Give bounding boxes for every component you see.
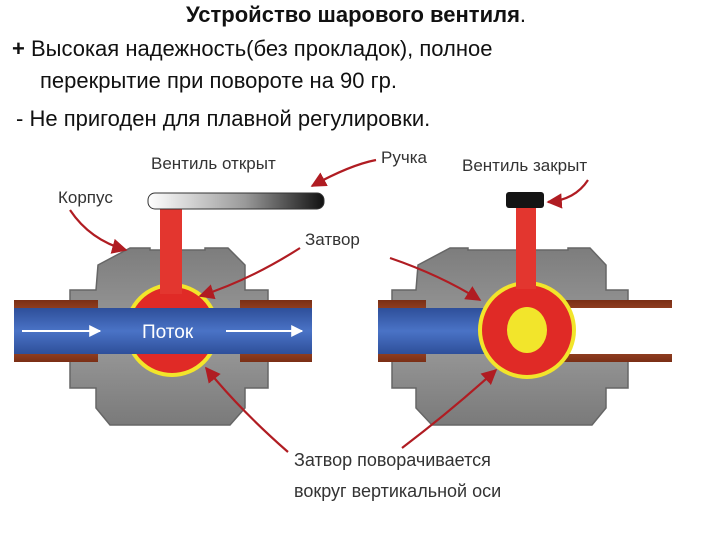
arrow-to-body (69, 209, 128, 254)
bullet-advantage: + Высокая надежность(без прокладок), пол… (12, 36, 493, 62)
open-stem (160, 206, 182, 294)
title-period: . (519, 2, 527, 27)
bullet-advantage-continuation: перекрытие при повороте на 90 гр. (40, 68, 397, 94)
bullet-continuation-text: перекрытие при повороте на 90 гр. (40, 68, 397, 93)
bullet-disadvantage-text: Не пригоден для плавной регулировки. (29, 106, 431, 131)
open-handle (147, 192, 325, 210)
label-valve-closed: Вентиль закрыт (462, 156, 587, 175)
arrow-rotation-open (205, 366, 289, 453)
open-valve: Поток (14, 192, 325, 426)
title-text: Устройство шарового вентиля (186, 2, 520, 27)
label-body: Корпус (58, 188, 113, 207)
bullet-advantage-text: Высокая надежность(без прокладок), полно… (30, 36, 493, 61)
label-gate: Затвор (305, 230, 360, 249)
closed-handle (506, 192, 544, 208)
bullet-minus-marker: - (16, 106, 24, 131)
closed-valve (378, 192, 672, 426)
closed-stem (516, 203, 536, 289)
page-title: Устройство шарового вентиля. (186, 2, 526, 28)
arrow-rotation-closed (401, 368, 498, 449)
bullet-disadvantage: - Не пригоден для плавной регулировки. (16, 106, 430, 132)
arrow-to-closed-gate (389, 256, 482, 301)
closed-ball-bore (507, 307, 547, 353)
arrow-to-open-gate (198, 247, 301, 300)
label-valve-open: Вентиль открыт (151, 154, 276, 173)
label-rotation-line2: вокруг вертикальной оси (294, 481, 501, 501)
bullet-plus-marker: + (12, 36, 25, 61)
label-handle: Ручка (381, 148, 428, 167)
label-rotation-line1: Затвор поворачивается (294, 450, 491, 470)
flow-label: Поток (142, 322, 194, 343)
callout-arrows (69, 158, 589, 453)
arrow-to-closed-handle (546, 179, 589, 209)
closed-flow-channel (378, 308, 498, 354)
closed-pipe-right-empty (560, 308, 672, 354)
arrow-to-handle (310, 158, 377, 187)
